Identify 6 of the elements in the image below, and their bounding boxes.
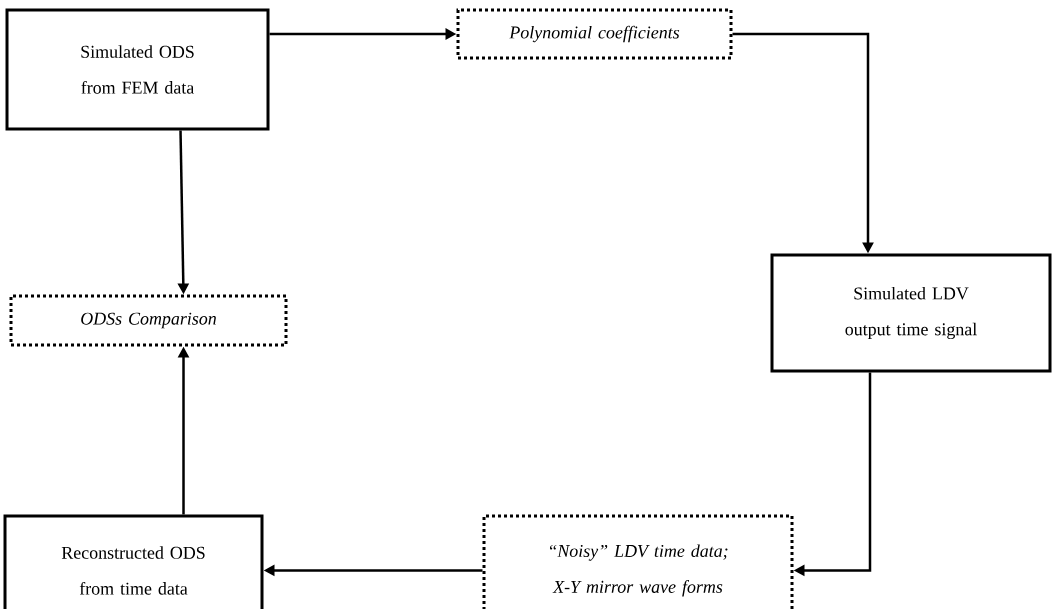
- process-box: Reconstructed ODS from time data: [3, 514, 264, 609]
- dotted-box: “Noisy” LDV time data; X-Y mirror wave forms: [482, 514, 794, 609]
- dotted-box: Polynomial coefficients: [456, 8, 733, 60]
- dotted-box: ODSs Comparison: [9, 294, 288, 347]
- process-box: Simulated LDV output time signal: [770, 253, 1052, 373]
- process-box: Simulated ODS from FEM data: [5, 8, 270, 131]
